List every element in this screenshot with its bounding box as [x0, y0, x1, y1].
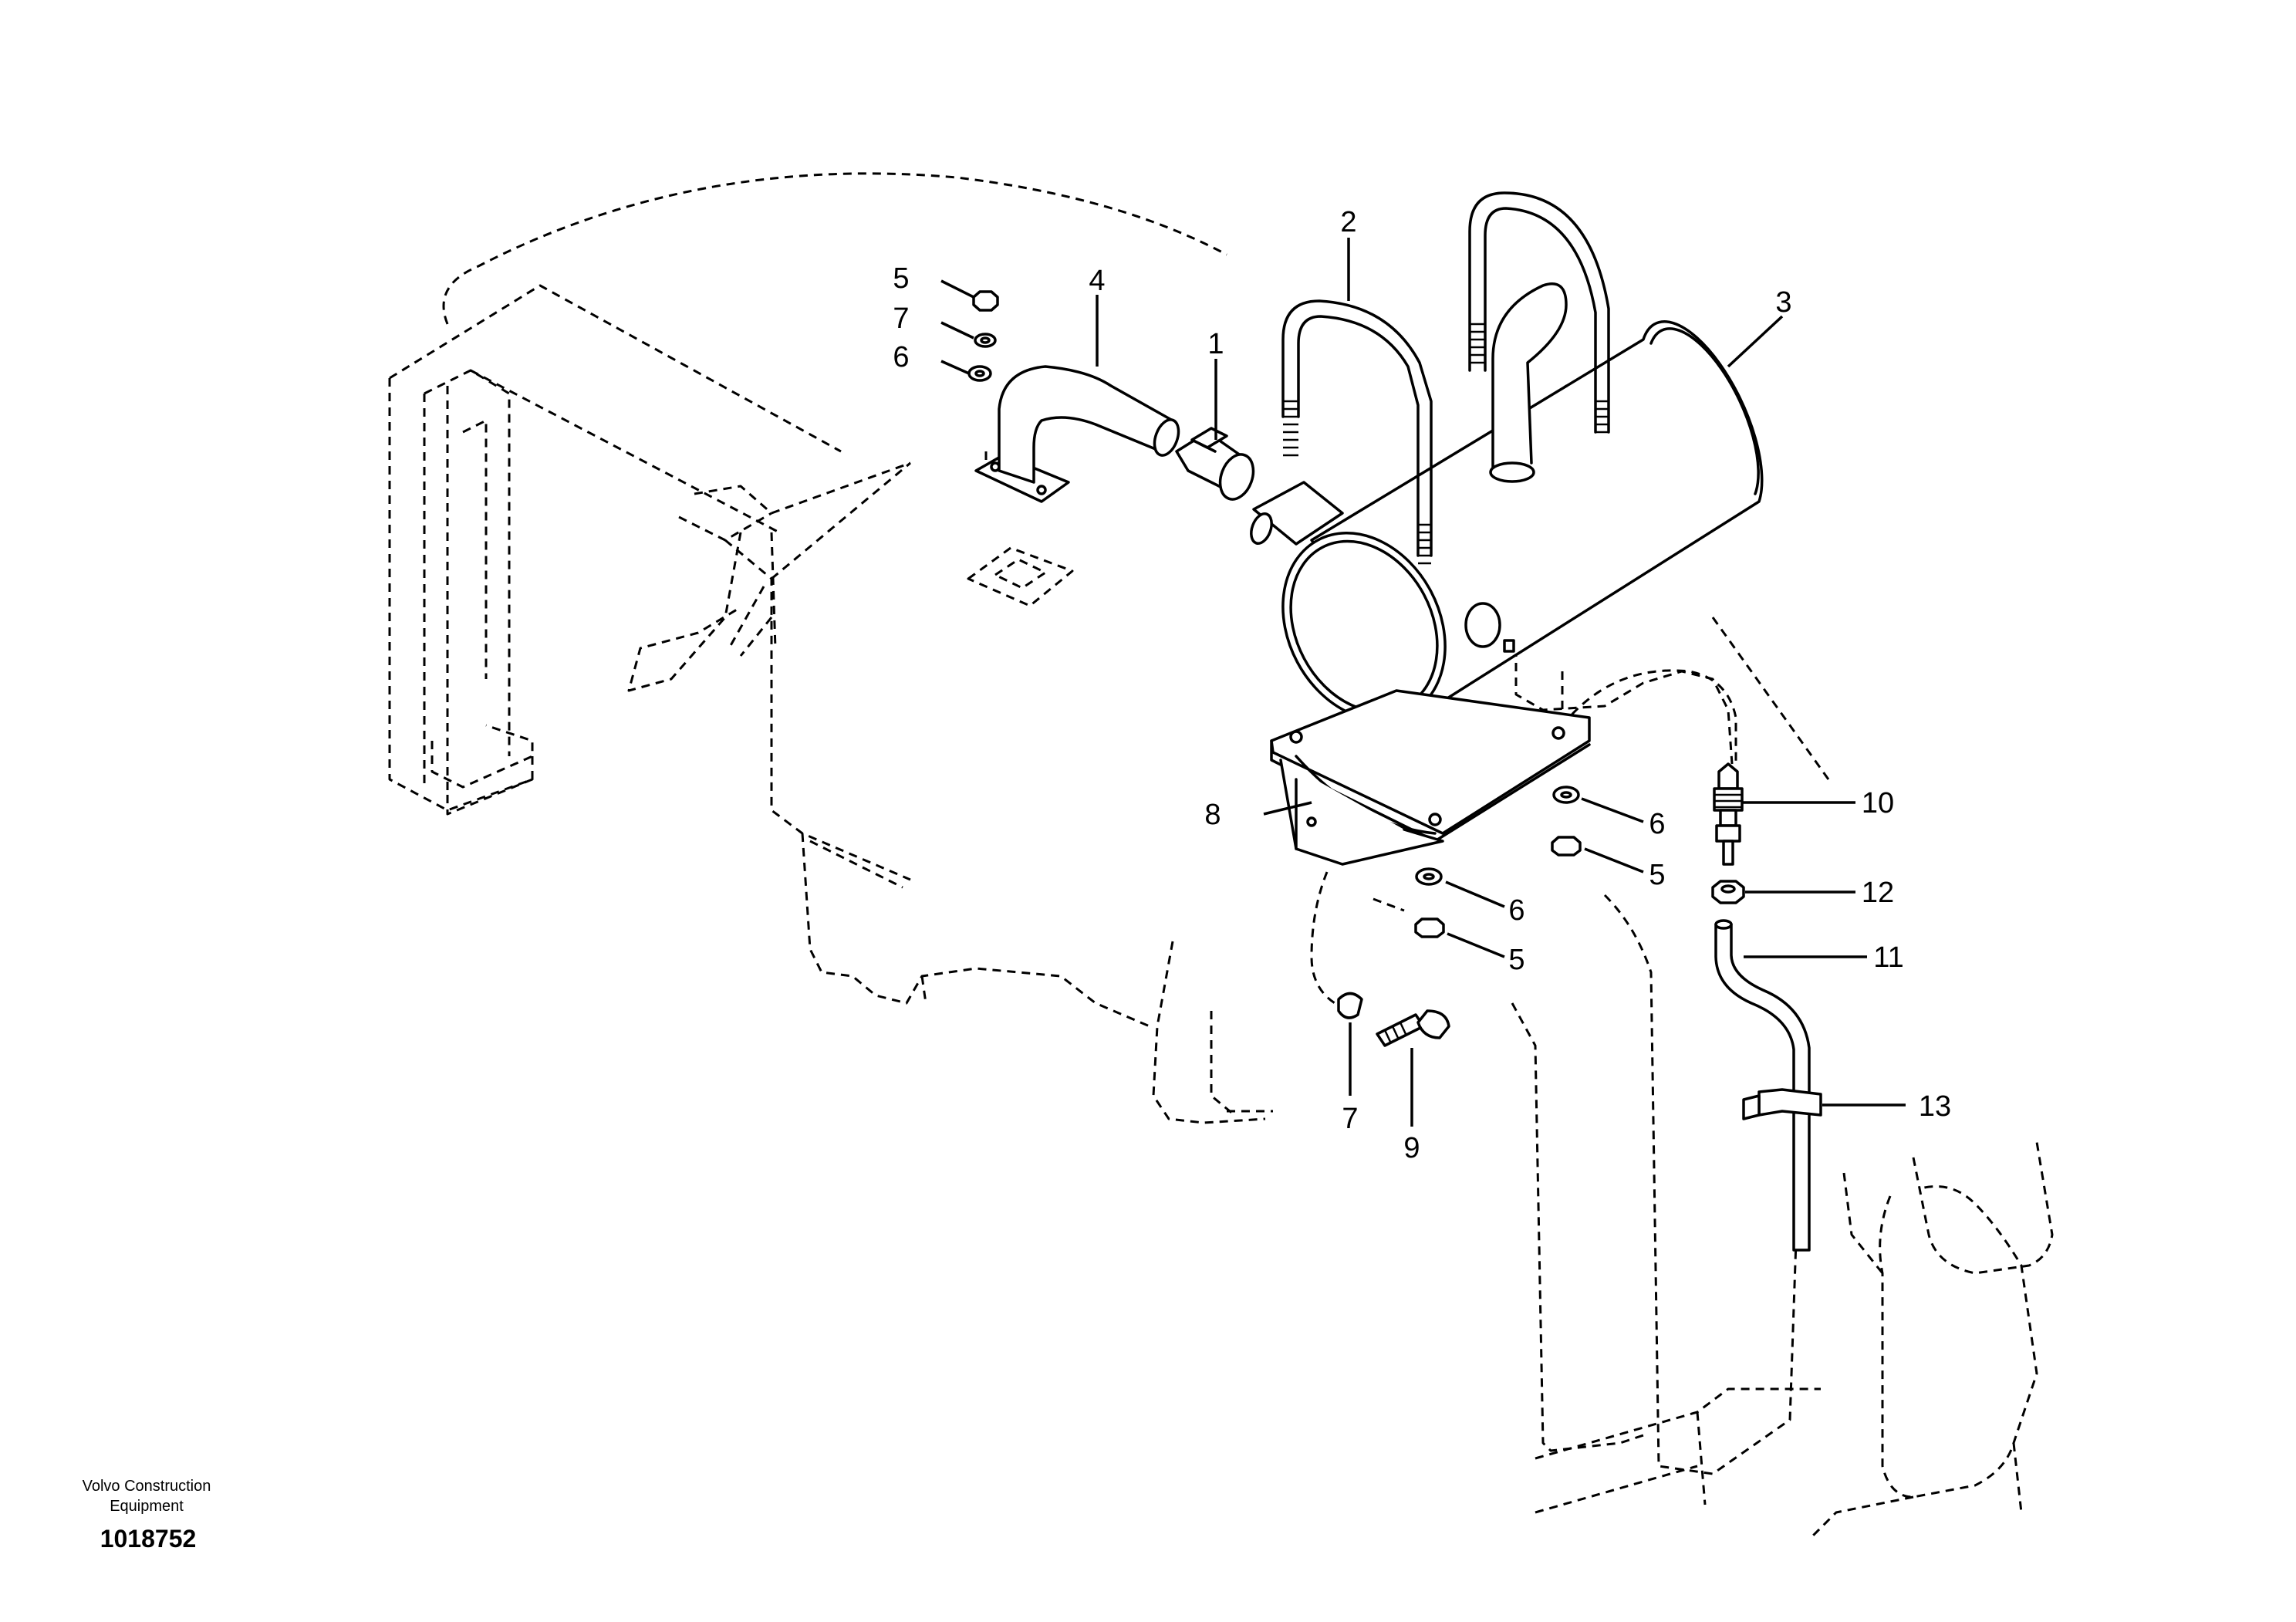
- u-bolts: [1281, 191, 1610, 565]
- callout-2: 2: [1340, 206, 1356, 238]
- muffler: [1281, 282, 1764, 721]
- pipe-clamp: [1175, 427, 1255, 501]
- exhaust-pipe: [974, 365, 1180, 503]
- callout-13: 13: [1919, 1090, 1951, 1123]
- callout-6-right: 6: [1649, 808, 1665, 840]
- callout-7-lower: 7: [1342, 1103, 1358, 1135]
- fasteners: [967, 290, 1582, 1047]
- callout-11: 11: [1873, 941, 1903, 974]
- callout-12: 12: [1862, 877, 1894, 909]
- callout-4: 4: [1089, 265, 1105, 297]
- company-name-line2: Equipment: [110, 1498, 184, 1515]
- company-name-line1: Volvo Construction: [83, 1478, 211, 1495]
- drain-fitting-assembly: [1711, 762, 1822, 1252]
- callout-8: 8: [1204, 799, 1221, 831]
- muffler-bracket: [1270, 689, 1591, 866]
- callout-5-lower: 5: [1508, 944, 1524, 976]
- drawing-number: 1018752: [100, 1525, 197, 1553]
- callout-6-lower: 6: [1508, 894, 1524, 927]
- callout-labels: 1 2 3 4 5 7 6 6 5 6 5 8 7 9 10 12 11 13: [893, 206, 1951, 1164]
- drawing-footer: Volvo Construction Equipment 1018752: [83, 1478, 211, 1553]
- callout-9: 9: [1403, 1132, 1420, 1164]
- callout-10: 10: [1862, 787, 1894, 819]
- callout-3: 3: [1775, 286, 1791, 319]
- callout-6-top: 6: [893, 341, 909, 373]
- leader-lines: [940, 238, 1906, 1127]
- callout-5-top: 5: [893, 262, 909, 295]
- engine-frame-outline: [388, 172, 2054, 1537]
- callout-1: 1: [1207, 328, 1224, 360]
- muffler-inlet: [1250, 481, 1344, 546]
- callout-7-top: 7: [893, 302, 909, 335]
- callout-5-right: 5: [1649, 859, 1665, 891]
